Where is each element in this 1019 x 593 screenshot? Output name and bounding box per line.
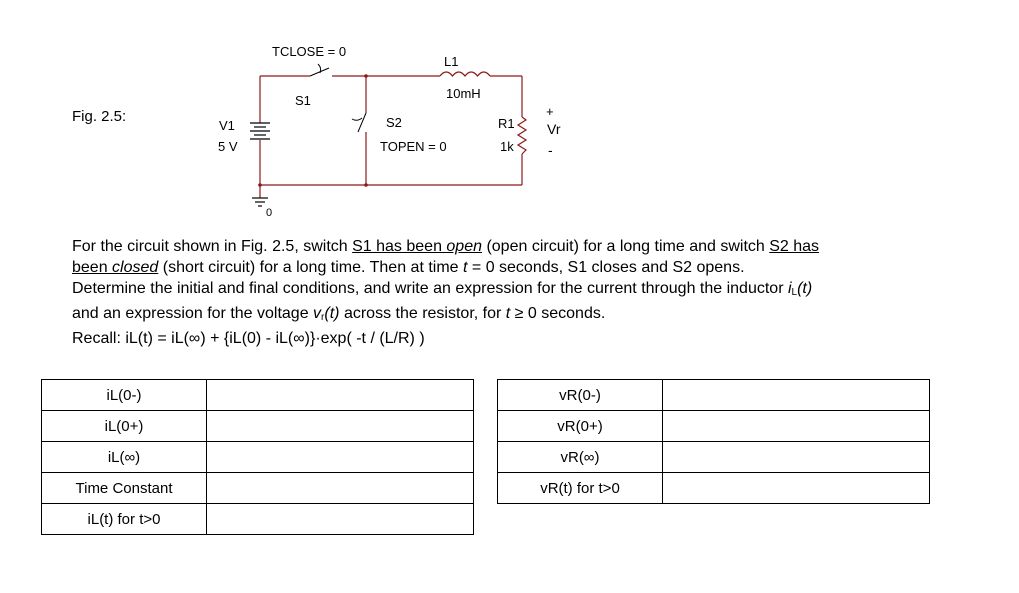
problem-line-4: and an expression for the voltage vr(t) … (72, 305, 606, 323)
problem-line-1: For the circuit shown in Fig. 2.5, switc… (72, 238, 820, 255)
row-label: iL(∞) (41, 441, 207, 473)
answer-cell[interactable] (206, 472, 474, 504)
ground-symbol (252, 197, 268, 207)
vr-label: Vr (547, 121, 561, 137)
s1-label: S1 (295, 93, 311, 108)
problem-line-2: been closed (short circuit) for a long t… (72, 259, 745, 276)
row-label: vR(∞) (497, 441, 663, 473)
problem-line-3: Determine the initial and final conditio… (72, 280, 813, 298)
table-row: iL(∞) (41, 441, 474, 473)
table-row: iL(0-) (41, 379, 474, 411)
node-top (364, 74, 368, 78)
resistor-r1 (516, 116, 528, 155)
row-label: iL(0-) (41, 379, 207, 411)
answer-cell[interactable] (206, 441, 474, 473)
s2-label: S2 (386, 115, 402, 130)
r1-value: 1k (500, 139, 514, 154)
row-label: vR(0+) (497, 410, 663, 442)
table-row: iL(t) for t>0 (41, 503, 474, 535)
answer-cell[interactable] (662, 379, 930, 411)
answer-cell[interactable] (206, 379, 474, 411)
circuit-schematic: TCLOSE = 0 S1 L1 10mH V1 5 V S2 TOPEN = … (218, 44, 561, 219)
row-label: iL(t) for t>0 (41, 503, 207, 535)
topen-label: TOPEN = 0 (380, 139, 447, 154)
table-row: Time Constant (41, 472, 474, 504)
figure-label: Fig. 2.5: (72, 108, 127, 125)
node-bottom (364, 183, 368, 187)
answer-cell[interactable] (662, 410, 930, 442)
row-label: vR(t) for t>0 (497, 472, 663, 504)
row-label: vR(0-) (497, 379, 663, 411)
answer-cell[interactable] (662, 472, 930, 504)
table-row: vR(∞) (497, 441, 930, 473)
row-label: Time Constant (41, 472, 207, 504)
table-row: vR(t) for t>0 (497, 472, 930, 504)
left-answer-table: iL(0-) iL(0+) iL(∞) Time Constant iL(t) … (41, 379, 474, 535)
vr-plus: + (546, 104, 554, 119)
table-row: vR(0-) (497, 379, 930, 411)
l1-label: L1 (444, 54, 458, 69)
l1-value: 10mH (446, 86, 481, 101)
recall-formula: Recall: iL(t) = iL(∞) + {iL(0) - iL(∞)}·… (72, 330, 425, 347)
row-label: iL(0+) (41, 410, 207, 442)
node-ground (258, 183, 262, 187)
r1-label: R1 (498, 116, 515, 131)
v1-label: V1 (219, 118, 235, 133)
v1-value: 5 V (218, 139, 238, 154)
switch-s1 (309, 63, 330, 77)
problem-statement: For the circuit shown in Fig. 2.5, switc… (72, 236, 952, 349)
answer-cell[interactable] (662, 441, 930, 473)
answer-cell[interactable] (206, 410, 474, 442)
table-row: vR(0+) (497, 410, 930, 442)
tclose-label: TCLOSE = 0 (272, 44, 346, 59)
answer-cell[interactable] (206, 503, 474, 535)
switch-s2 (351, 112, 367, 133)
right-answer-table: vR(0-) vR(0+) vR(∞) vR(t) for t>0 (497, 379, 930, 504)
ground-label: 0 (266, 207, 272, 219)
inductor-l1 (439, 71, 491, 77)
battery-v1 (250, 122, 270, 140)
vr-minus: - (548, 142, 553, 158)
table-row: iL(0+) (41, 410, 474, 442)
